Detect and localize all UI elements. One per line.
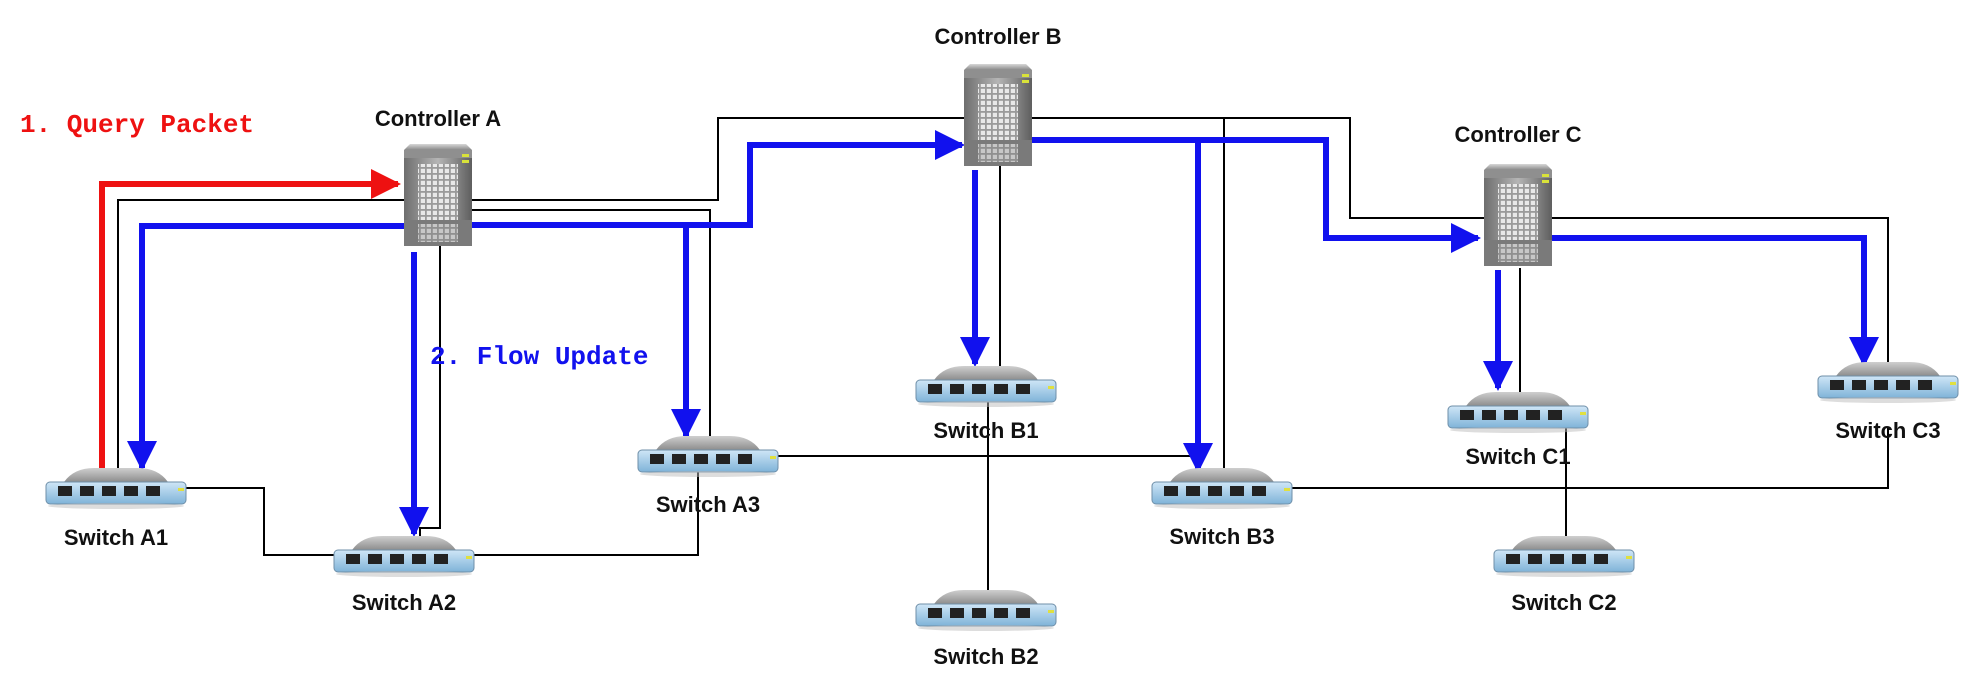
link-ctrl-b-ctrl-c <box>1030 117 1490 219</box>
switch-b3-label: Switch B3 <box>1169 524 1274 549</box>
switch-a3[interactable]: Switch A3 <box>637 435 779 517</box>
switch-a2[interactable]: Switch A2 <box>333 535 475 615</box>
link-b3-c3 <box>1280 428 1889 489</box>
switch-c2-label: Switch C2 <box>1511 590 1616 615</box>
controller-a-label: Controller A <box>375 106 501 131</box>
link-ctrl-c-c3 <box>1550 217 1889 372</box>
controller-b-label: Controller B <box>934 24 1061 49</box>
flow-update-arrows <box>127 130 1879 537</box>
link-a1-ctrl-a <box>117 199 440 488</box>
switch-c3-label: Switch C3 <box>1835 418 1940 443</box>
switch-c1[interactable]: Switch C1 <box>1447 391 1589 469</box>
switch-a1[interactable]: Switch A1 <box>45 467 187 550</box>
flow-arrow-ctrl-c <box>1030 137 1481 253</box>
switch-a3-label: Switch A3 <box>656 492 760 517</box>
switch-b1[interactable]: Switch B1 <box>915 365 1057 443</box>
switch-b3[interactable]: Switch B3 <box>1151 467 1293 549</box>
link-ctrl-a-a3-drop <box>470 209 711 448</box>
switch-b2[interactable]: Switch B2 <box>915 589 1057 669</box>
server-icon <box>964 64 1032 166</box>
topology-links <box>117 117 1889 592</box>
link-a2-a3 <box>470 470 699 556</box>
server-icon <box>404 144 472 246</box>
flow-arrow-a1 <box>127 223 412 471</box>
network-switch-icon <box>637 435 779 478</box>
network-switch-icon <box>333 535 475 578</box>
flow-arrow-c3 <box>1550 235 1879 367</box>
network-switch-icon <box>1817 361 1959 404</box>
flow-arrow-a3 <box>470 222 701 439</box>
network-switch-icon <box>915 365 1057 408</box>
network-switch-icon <box>45 467 187 510</box>
query-packet-arrow <box>99 169 401 472</box>
server-icon <box>1484 164 1552 266</box>
switch-c1-label: Switch C1 <box>1465 444 1570 469</box>
switch-b1-label: Switch B1 <box>933 418 1038 443</box>
link-ctrl-a-a2 <box>419 230 441 548</box>
network-switch-icon <box>1493 535 1635 578</box>
switch-a2-label: Switch A2 <box>352 590 456 615</box>
switch-a1-label: Switch A1 <box>64 525 168 550</box>
switch-c3[interactable]: Switch C3 <box>1817 361 1959 443</box>
controller-a[interactable]: Controller A <box>375 106 501 246</box>
network-switch-icon <box>915 589 1057 632</box>
flow-arrow-ctrl-b <box>686 130 965 228</box>
switch-b2-label: Switch B2 <box>933 644 1038 669</box>
link-ctrl-b-b3 <box>1030 117 1225 470</box>
controller-c-label: Controller C <box>1454 122 1581 147</box>
link-ctrl-a-a3 <box>470 117 1000 201</box>
controller-b[interactable]: Controller B <box>934 24 1062 166</box>
controller-c[interactable]: Controller C <box>1454 122 1582 266</box>
network-switch-icon <box>1447 391 1589 434</box>
flow-update-annotation: 2. Flow Update <box>430 342 648 372</box>
switch-c2[interactable]: Switch C2 <box>1493 535 1635 615</box>
network-switch-icon <box>1151 467 1293 510</box>
query-packet-annotation: 1. Query Packet <box>20 110 254 140</box>
